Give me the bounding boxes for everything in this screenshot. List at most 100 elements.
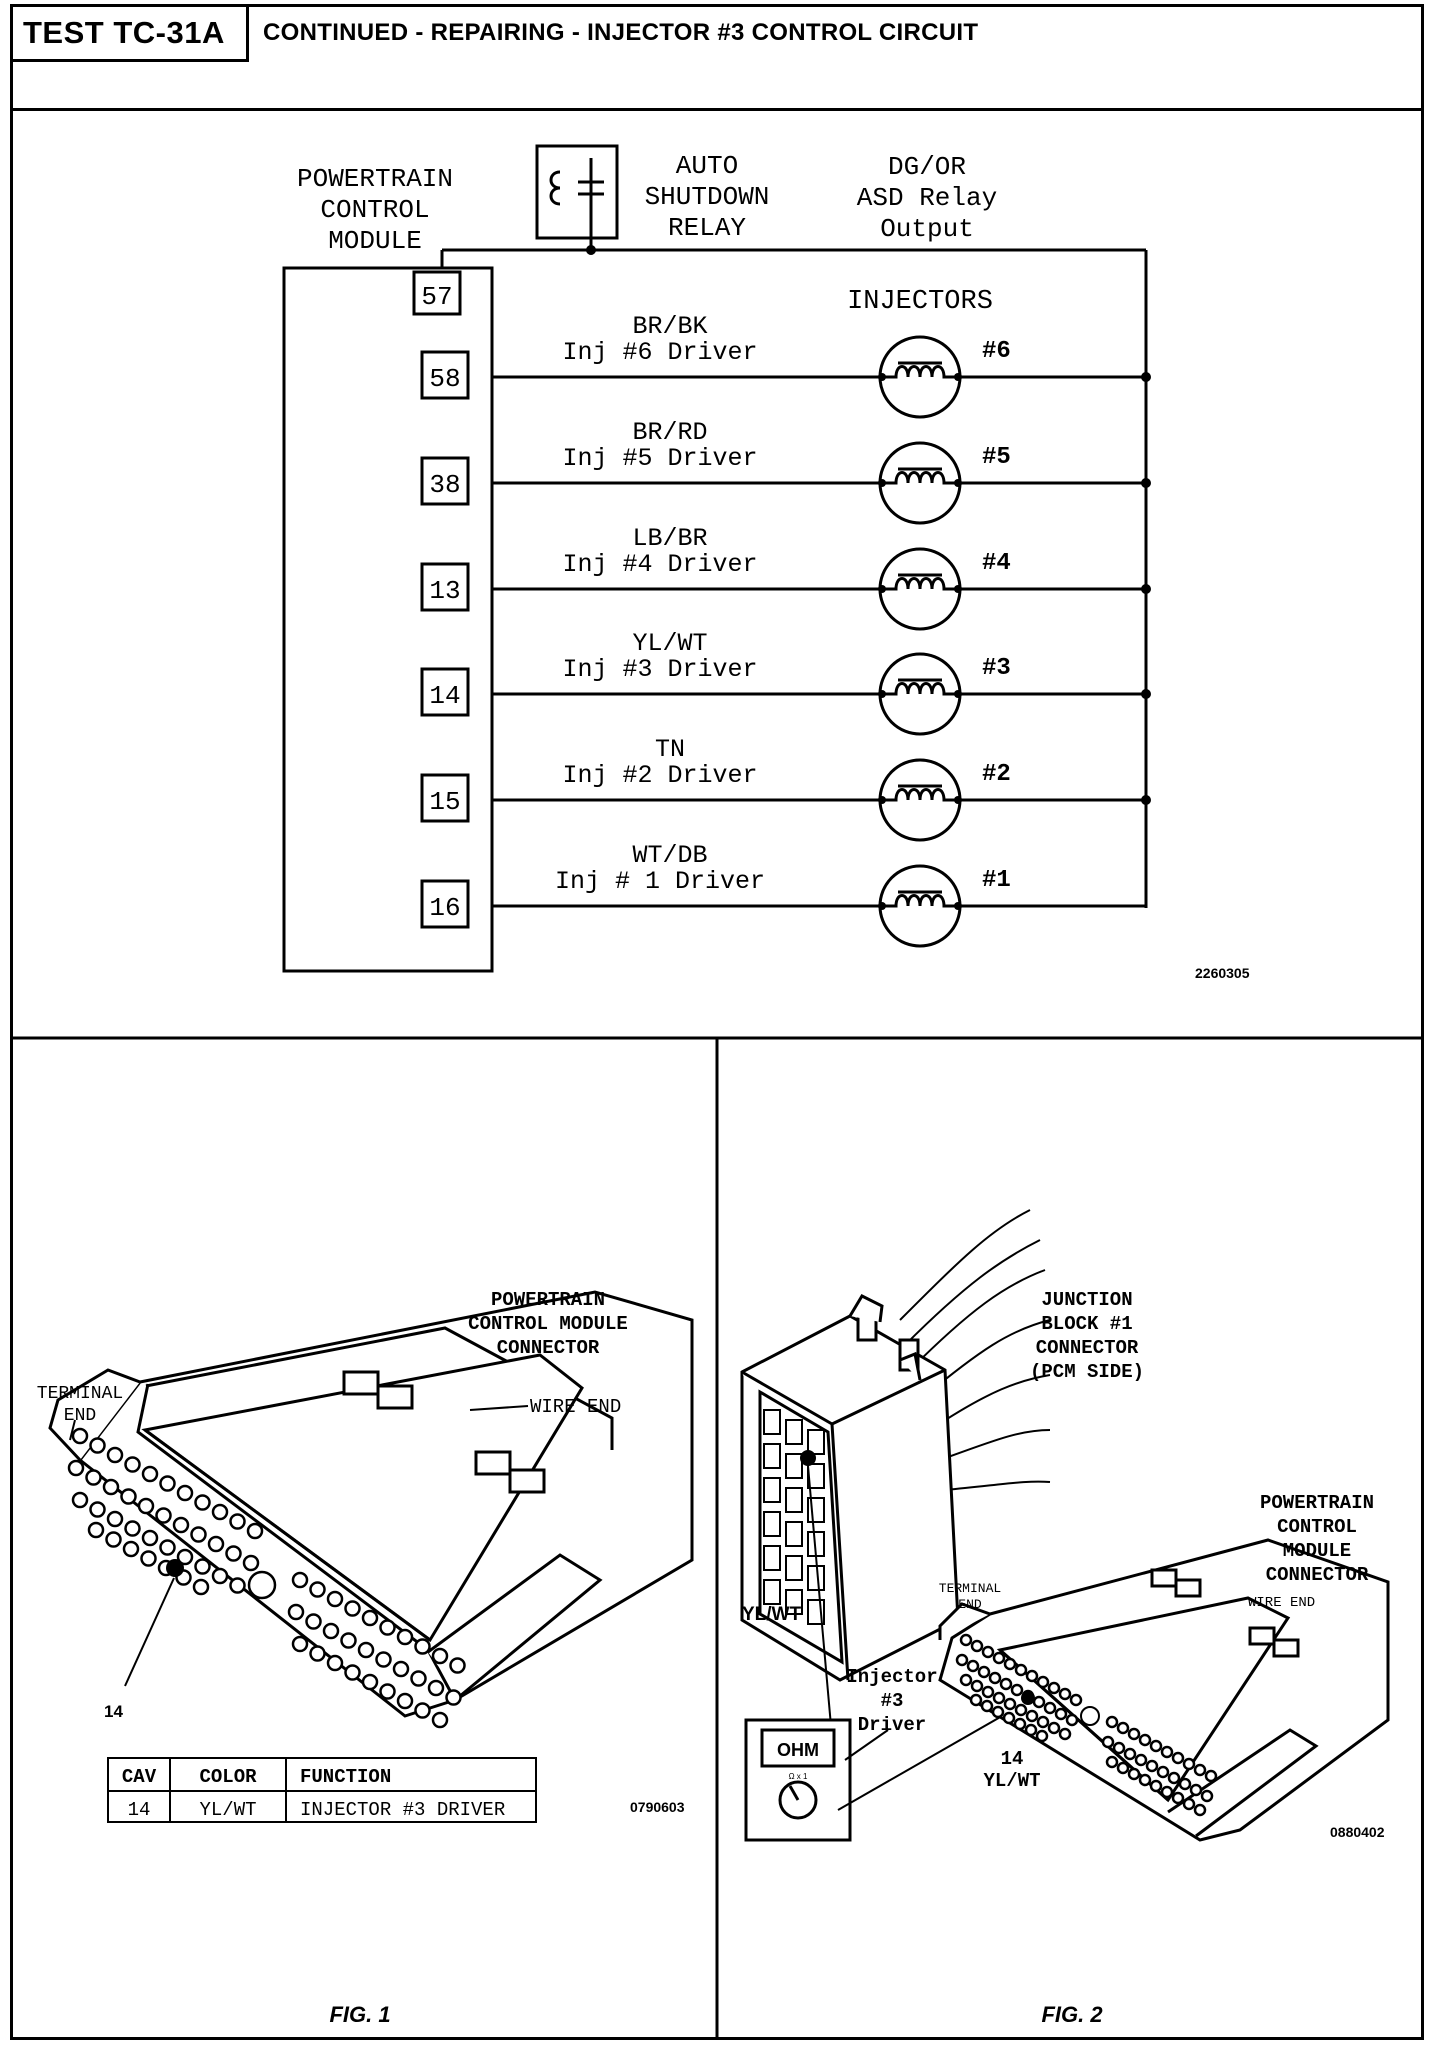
connector-pin — [89, 1501, 106, 1518]
injector-number: #1 — [982, 867, 1011, 894]
connector-pin — [361, 1673, 379, 1691]
connector-pin — [344, 1664, 361, 1681]
table-cell: 14 — [128, 1799, 151, 1821]
junction-cavity — [785, 1589, 803, 1615]
bus-junction-dot — [1141, 478, 1151, 488]
connector-pin — [1200, 1789, 1214, 1803]
injector-icon — [878, 547, 962, 631]
connector-pin — [326, 1590, 344, 1608]
connector-pin — [1112, 1741, 1126, 1755]
connector-pin — [1167, 1771, 1181, 1785]
connector-pin — [431, 1711, 449, 1729]
relay-label-line: RELAY — [668, 213, 746, 243]
connector-pin — [85, 1469, 102, 1486]
connector-pin — [71, 1427, 89, 1445]
fig2-figure-id: 0880402 — [1330, 1824, 1385, 1840]
connector-pin — [106, 1446, 124, 1464]
junction-cavity — [763, 1511, 781, 1537]
pin-number: 58 — [429, 364, 460, 394]
connector-pin — [229, 1513, 246, 1530]
connector-pin — [71, 1491, 89, 1509]
connector-pin — [1156, 1765, 1170, 1779]
injector-icon — [878, 652, 962, 736]
connector-pin — [1178, 1777, 1192, 1791]
connector-pin — [1003, 1697, 1017, 1711]
wire-color: WT/DB — [632, 841, 707, 870]
table-cell: INJECTOR #3 DRIVER — [300, 1799, 505, 1821]
pin-box — [420, 773, 470, 823]
connector-pin — [1171, 1751, 1185, 1765]
fig1-wire-end-label: WIRE END — [530, 1396, 621, 1418]
junction-cavity — [763, 1545, 781, 1571]
relay-output-label-line: Output — [880, 214, 974, 244]
table-cell: YL/WT — [199, 1799, 256, 1821]
pin-57-box — [412, 270, 462, 316]
junction-cavity — [785, 1453, 803, 1479]
connector-pin — [999, 1677, 1013, 1691]
connector-pin — [431, 1647, 449, 1665]
fig1-terminal-end-line: END — [64, 1406, 96, 1426]
connector-pin — [1171, 1791, 1185, 1805]
connector-pin — [1069, 1693, 1083, 1707]
pcm-label-line: CONTROL — [320, 195, 429, 225]
connector-pin — [1043, 1701, 1057, 1715]
connector-pin — [176, 1484, 194, 1502]
connector-pin — [1036, 1675, 1050, 1689]
connector-pin — [340, 1632, 357, 1649]
bus-junction-dot — [1141, 795, 1151, 805]
fig2-connector-label-line: MODULE — [1283, 1540, 1351, 1562]
connector-pin — [1002, 1711, 1016, 1725]
fig1-caption: FIG. 1 — [329, 2002, 390, 2027]
bus-junction-dot — [1141, 689, 1151, 699]
connector-pin — [1105, 1715, 1119, 1729]
connector-pin — [410, 1670, 427, 1687]
fig2-terminal-end-line: END — [958, 1597, 982, 1612]
pcm-box — [282, 266, 494, 973]
connector-pin — [1058, 1727, 1072, 1741]
fig2-pin-label-line: 14 — [1001, 1748, 1024, 1770]
connector-pin — [1010, 1683, 1024, 1697]
pin-number: 15 — [429, 787, 460, 817]
pcm-label-line: POWERTRAIN — [297, 164, 453, 194]
connector-pin — [211, 1503, 229, 1521]
injector-number: #6 — [982, 338, 1011, 365]
connector-pin — [124, 1456, 141, 1473]
connector-pin — [981, 1645, 995, 1659]
junction-cavity — [763, 1477, 781, 1503]
fig2-caption: FIG. 2 — [1041, 2002, 1103, 2027]
connector-pin — [190, 1526, 207, 1543]
junction-cavity — [807, 1565, 825, 1591]
connector-pin — [1054, 1707, 1068, 1721]
table-header: CAV — [122, 1766, 157, 1788]
pin-box — [420, 667, 470, 717]
connector-pin — [106, 1510, 124, 1528]
pin-box — [420, 456, 470, 506]
connector-pin — [1014, 1703, 1028, 1717]
connector-pin — [969, 1693, 983, 1707]
fig2-junction-label-line: JUNCTION — [1041, 1289, 1132, 1311]
connector-pin — [229, 1577, 246, 1594]
connector-pin — [291, 1635, 309, 1653]
connector-pin — [120, 1488, 137, 1505]
connector-pin — [1149, 1739, 1163, 1753]
fig2-connector-label-line: POWERTRAIN — [1260, 1492, 1374, 1514]
connector-pin — [1025, 1709, 1039, 1723]
connector-pin — [1047, 1721, 1061, 1735]
pin-number: 14 — [429, 681, 460, 711]
meter-display: OHM — [777, 1740, 819, 1760]
connector-pin — [379, 1619, 396, 1636]
table-header: FUNCTION — [300, 1766, 391, 1788]
page-title: CONTINUED - REPAIRING - INJECTOR #3 CONT… — [263, 19, 979, 46]
fig2-connector-label-line: CONTROL — [1277, 1516, 1357, 1538]
circuit-function: Inj #3 Driver — [562, 655, 757, 684]
connector-pin — [1047, 1681, 1061, 1695]
connector-pin — [357, 1641, 375, 1659]
connector-pin — [1116, 1761, 1130, 1775]
connector-pin — [1101, 1735, 1115, 1749]
connector-pin — [992, 1691, 1006, 1705]
circuit-function: Inj #2 Driver — [562, 761, 757, 790]
injector-icon — [878, 335, 962, 419]
